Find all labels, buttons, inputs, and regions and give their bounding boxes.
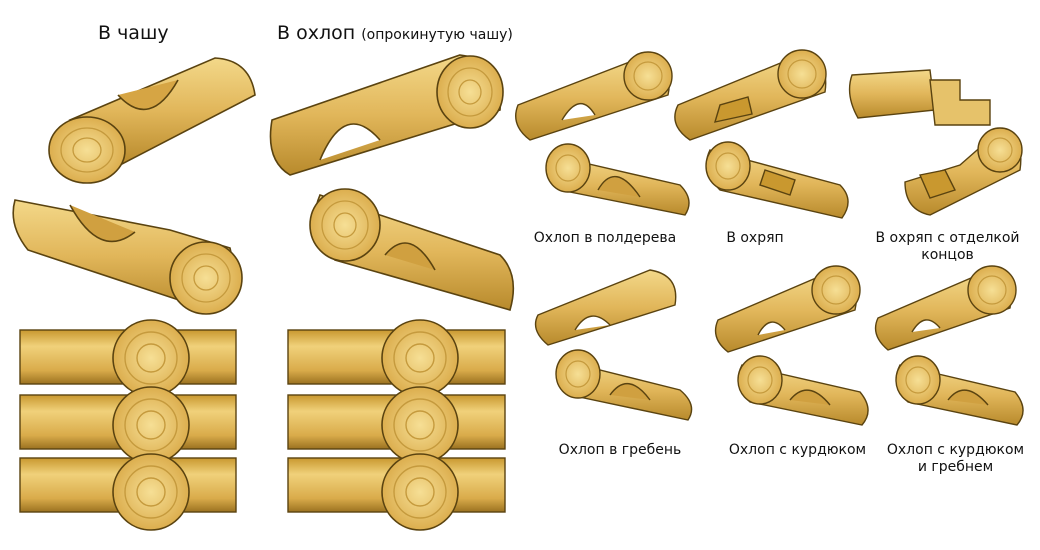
joint-okhryap-otdelka: [850, 70, 1022, 215]
title-v-okhlop-main: В охлоп: [277, 22, 355, 44]
chasha-top-log: [49, 58, 255, 183]
title-v-chashu: В чашу: [98, 22, 169, 44]
caption-okhlop-s-kurdyukom: Охлоп с курдюком: [720, 442, 875, 459]
okhlop-top-log: [270, 55, 503, 175]
joint-kurdyuk-greben: [876, 266, 1023, 425]
joint-kurdyuk: [716, 266, 868, 425]
okhlop-wall-section: [288, 320, 505, 530]
caption-okhlop-v-greben: Охлоп в гребень: [545, 442, 695, 459]
caption-okhlop-s-kurdyukom-greben-line1: Охлоп с курдюком: [878, 442, 1033, 459]
caption-okhlop-s-kurdyukom-greben-line2: и гребнем: [878, 459, 1033, 476]
chasha-bottom-log: [13, 200, 242, 314]
caption-okhlop-v-polderева: Охлоп в полдерева: [525, 230, 685, 247]
joint-polderева: [516, 52, 689, 215]
caption-v-okhryap-otdelka: В охряп с отделкой концов: [855, 230, 1040, 264]
chasha-wall-section: [20, 320, 236, 530]
log-end-icon: [170, 242, 242, 314]
okhlop-bottom-log: [310, 189, 513, 310]
caption-v-okhryap: В охряп: [700, 230, 810, 247]
title-v-okhlop: В охлоп (опрокинутую чашу): [277, 22, 513, 44]
joint-greben: [536, 270, 692, 420]
joint-okhryap: [675, 50, 848, 218]
title-v-okhlop-note: (опрокинутую чашу): [361, 27, 513, 43]
caption-v-okhryap-otdelka-line1: В охряп с отделкой: [855, 230, 1040, 247]
caption-okhlop-s-kurdyukom-greben: Охлоп с курдюком и гребнем: [878, 442, 1033, 476]
caption-v-okhryap-otdelka-line2: концов: [855, 247, 1040, 264]
